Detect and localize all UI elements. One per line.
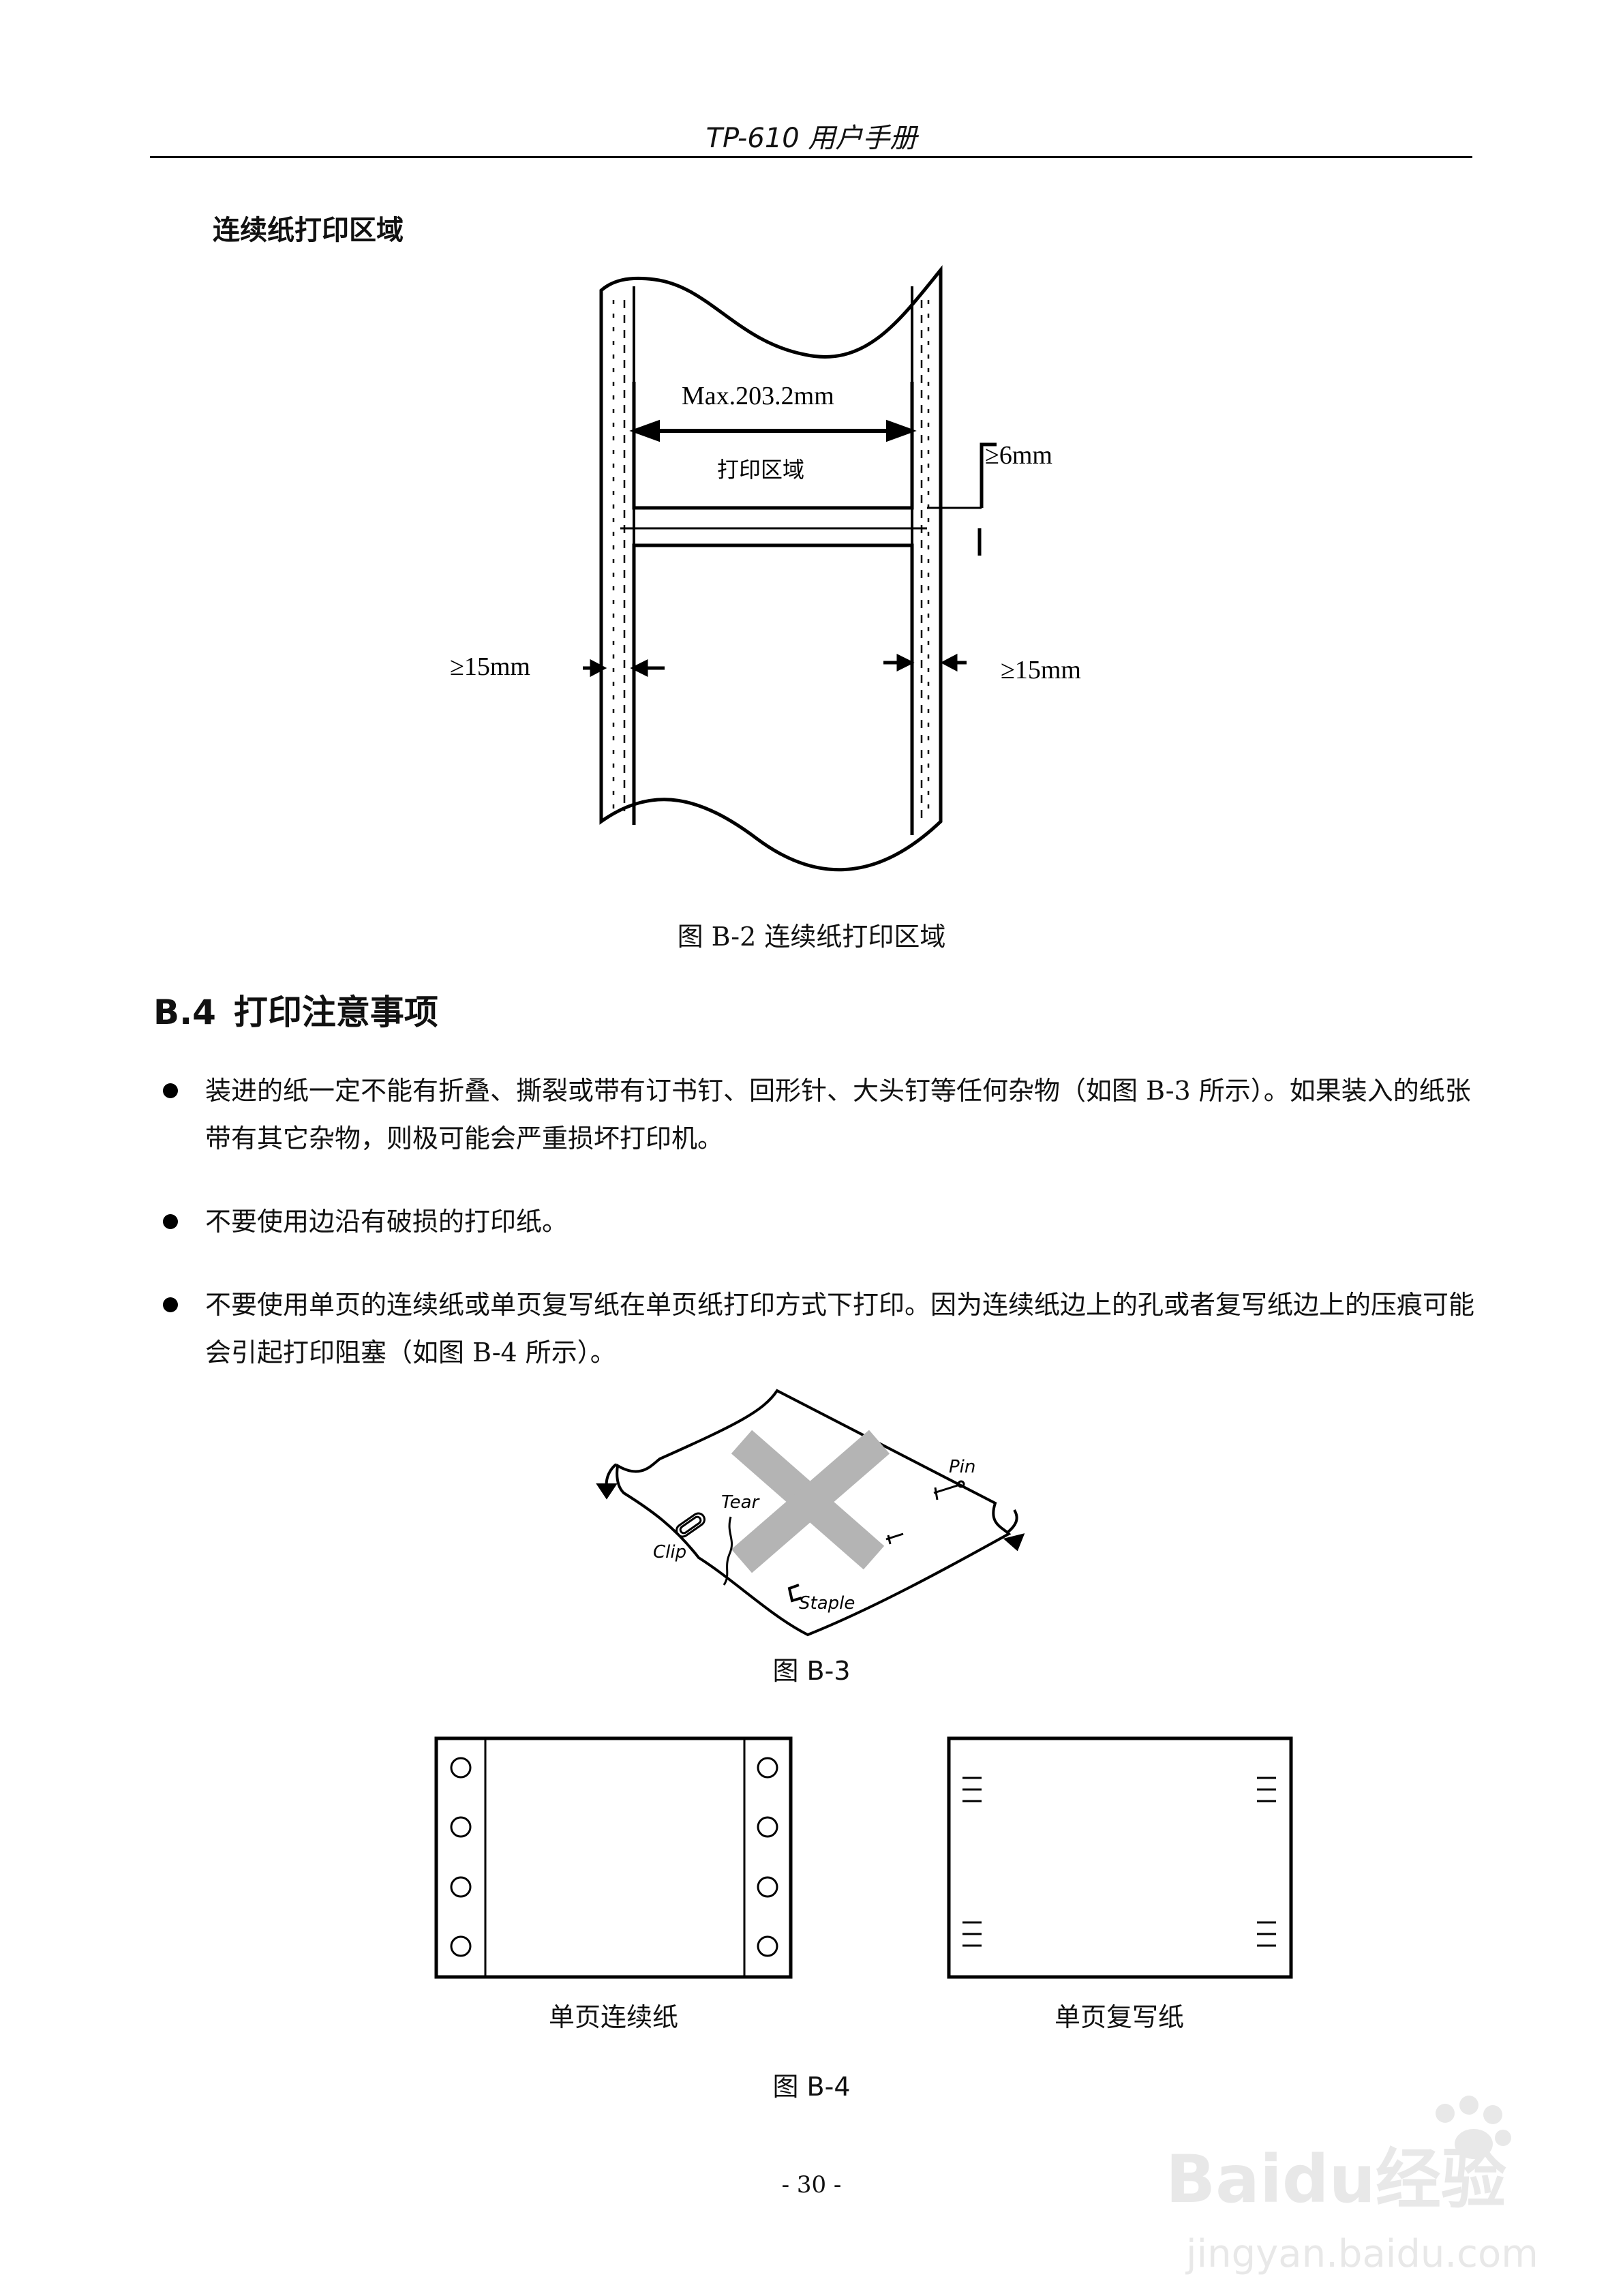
figure-b2-heading: 连续纸打印区域 xyxy=(213,215,404,246)
staple-label: Staple xyxy=(799,1593,855,1614)
list-item-text: 装进的纸一定不能有折叠、撕裂或带有订书钉、回形针、大头钉等任何杂物（如图 B-3… xyxy=(205,1076,1471,1153)
figure-b4-right-label: 单页复写纸 xyxy=(1054,2002,1184,2032)
bullet-icon xyxy=(163,1297,178,1312)
list-item-text: 不要使用单页的连续纸或单页复写纸在单页纸打印方式下打印。因为连续纸边上的孔或者复… xyxy=(205,1290,1475,1368)
print-area-top xyxy=(632,382,914,510)
figure-b4-caption: 图 B-4 xyxy=(772,2072,851,2102)
print-area-label: 打印区域 xyxy=(717,457,804,483)
watermark-text: Baidu经验 xyxy=(1166,2141,1506,2218)
section-title: 打印注意事项 xyxy=(233,993,438,1032)
paper-sheet xyxy=(616,1389,1012,1637)
list-item: 装进的纸一定不能有折叠、撕裂或带有订书钉、回形针、大头钉等任何杂物（如图 B-3… xyxy=(153,1067,1476,1162)
figure-b4-left-label: 单页连续纸 xyxy=(548,2002,678,2032)
figure-b3-diagram: Tear Clip Pin Staple xyxy=(596,1389,1025,1637)
paper-outline xyxy=(599,265,943,872)
bullet-icon xyxy=(163,1083,178,1098)
gap-label: ≥6mm xyxy=(985,441,1052,470)
precaution-list: 装进的纸一定不能有折叠、撕裂或带有订书钉、回形针、大头钉等任何杂物（如图 B-3… xyxy=(153,1067,1476,1412)
list-item: 不要使用边沿有破损的打印纸。 xyxy=(153,1198,1476,1245)
list-item: 不要使用单页的连续纸或单页复写纸在单页纸打印方式下打印。因为连续纸边上的孔或者复… xyxy=(153,1281,1476,1376)
single-carbon-sheet xyxy=(947,1736,1293,1979)
bullet-icon xyxy=(163,1214,178,1229)
section-heading: B.4 打印注意事项 xyxy=(153,985,438,1034)
pin-icon xyxy=(933,1480,965,1500)
baidu-watermark: Baidu经验 jingyan.baidu.com xyxy=(1166,2096,1538,2276)
tear-label: Tear xyxy=(721,1492,761,1513)
figure-b2-diagram: Max.203.2mm 打印区域 ≥6mm ≥15mm ≥15mm xyxy=(450,265,1081,872)
clip-icon xyxy=(676,1512,706,1538)
pin-label: Pin xyxy=(949,1457,975,1477)
staple-icon xyxy=(787,1584,802,1603)
max-width-label: Max.203.2mm xyxy=(682,382,834,410)
single-continuous-sheet xyxy=(434,1736,793,1979)
left-margin-label: ≥15mm xyxy=(450,652,530,681)
figure-b2-caption: 图 B-2 连续纸打印区域 xyxy=(677,922,946,952)
right-margin-label: ≥15mm xyxy=(1001,656,1081,684)
clip-label: Clip xyxy=(653,1542,686,1562)
header-title: TP-610 用户手册 xyxy=(706,123,917,154)
list-item-text: 不要使用边沿有破损的打印纸。 xyxy=(205,1207,568,1237)
figure-b3-caption: 图 B-3 xyxy=(772,1656,851,1686)
watermark-url: jingyan.baidu.com xyxy=(1185,2232,1538,2276)
section-number: B.4 xyxy=(153,993,216,1032)
page-number: - 30 - xyxy=(781,2171,842,2199)
header-rule xyxy=(150,156,1472,158)
tear-icon xyxy=(723,1516,733,1586)
print-area-bottom xyxy=(632,543,914,835)
cross-mark-b xyxy=(731,1430,890,1573)
figure-b4-diagram xyxy=(434,1736,1293,1979)
